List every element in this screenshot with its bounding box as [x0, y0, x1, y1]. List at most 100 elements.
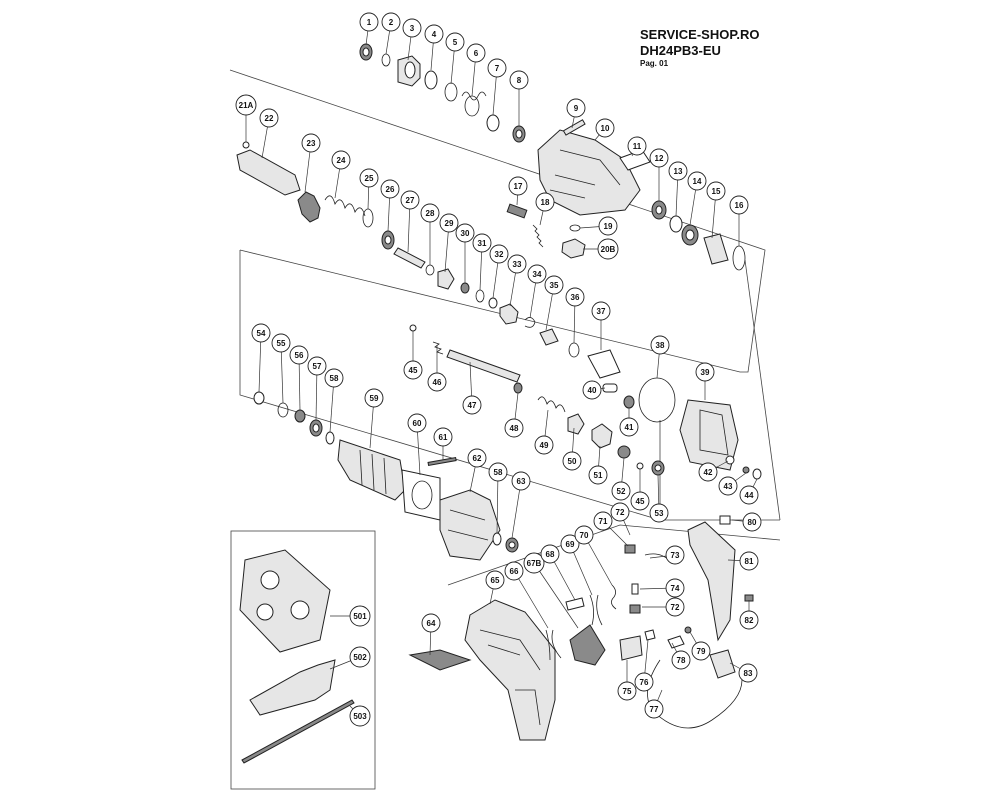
callout-label: 21A — [239, 101, 254, 110]
callout-label: 53 — [655, 509, 664, 518]
part-callout-6: 6 — [466, 43, 486, 63]
part-callout-66: 66 — [504, 561, 524, 581]
leader-line — [513, 570, 549, 629]
callout-circle — [611, 481, 631, 501]
callout-label: 75 — [623, 687, 632, 696]
callout-label: 16 — [735, 201, 744, 210]
callout-label: 72 — [616, 508, 625, 517]
part-case-501 — [239, 549, 331, 653]
part-callout-74: 74 — [665, 578, 685, 598]
part-callout-24: 24 — [331, 150, 351, 170]
callout-circle — [259, 108, 279, 128]
part-callout-41: 41 — [619, 417, 639, 437]
callout-circle — [427, 372, 447, 392]
callout-label: 8 — [517, 76, 522, 85]
callout-label: 65 — [491, 576, 500, 585]
part-callout-37: 37 — [591, 301, 611, 321]
callout-circle — [349, 705, 371, 727]
part-callout-53: 53 — [649, 503, 669, 523]
part-callout-44: 44 — [739, 485, 759, 505]
part-pin-40 — [602, 383, 618, 393]
part-callout-13: 13 — [668, 161, 688, 181]
part-callout-47: 47 — [462, 395, 482, 415]
callout-label: 59 — [370, 394, 379, 403]
callout-circle — [235, 94, 257, 116]
part-callout-79: 79 — [691, 641, 711, 661]
callout-label: 13 — [674, 167, 683, 176]
callout-label: 19 — [604, 222, 613, 231]
callout-circle — [380, 179, 400, 199]
part-carbon-68 — [565, 597, 585, 611]
part-callout-29: 29 — [439, 213, 459, 233]
callout-label: 503 — [353, 712, 367, 721]
callout-circle — [504, 418, 524, 438]
part-callout-15: 15 — [706, 181, 726, 201]
callout-circle — [507, 254, 527, 274]
callout-label: 17 — [514, 182, 523, 191]
callout-label: 58 — [330, 374, 339, 383]
callout-label: 78 — [677, 656, 686, 665]
part-bolt-9 — [562, 119, 586, 136]
part-spring-49 — [537, 396, 566, 413]
callout-label: 4 — [432, 30, 437, 39]
part-callout-76: 76 — [634, 672, 654, 692]
part-sleeve-15 — [703, 233, 729, 265]
callout-circle — [665, 578, 685, 598]
part-callout-11: 11 — [627, 136, 647, 156]
callout-label: 49 — [540, 441, 549, 450]
callout-label: 67B — [527, 559, 542, 568]
callout-label: 74 — [671, 584, 680, 593]
part-cap-20B — [561, 238, 586, 259]
parts-drawings — [236, 43, 762, 764]
part-callout-17: 17 — [508, 176, 528, 196]
callout-circle — [627, 136, 647, 156]
callout-label: 50 — [568, 457, 577, 466]
part-callout-55: 55 — [271, 333, 291, 353]
part-callout-60: 60 — [407, 413, 427, 433]
part-drill-bit-64 — [408, 649, 472, 671]
leader-line — [258, 332, 262, 393]
callout-circle — [544, 275, 564, 295]
part-screw-61 — [427, 457, 457, 466]
callout-circle — [695, 362, 715, 382]
part-oring-28 — [425, 264, 435, 276]
part-washer-42 — [725, 455, 735, 465]
callout-label: 1 — [367, 18, 372, 27]
callout-label: 33 — [513, 260, 522, 269]
part-clip-34 — [524, 317, 536, 328]
callout-circle — [739, 551, 759, 571]
part-callout-7: 7 — [487, 58, 507, 78]
part-callout-501: 501 — [349, 605, 371, 627]
callout-label: 30 — [461, 229, 470, 238]
callout-label: 83 — [744, 669, 753, 678]
callout-circle — [630, 491, 650, 511]
callout-label: 73 — [671, 551, 680, 560]
part-callout-72: 72 — [665, 597, 685, 617]
part-callout-72: 72 — [610, 502, 630, 522]
callout-circle — [742, 512, 762, 532]
part-stator-62 — [439, 489, 501, 561]
callout-circle — [439, 213, 459, 233]
callout-label: 34 — [533, 270, 542, 279]
leader-line — [533, 562, 579, 629]
leader-line — [511, 480, 522, 539]
part-callout-28: 28 — [420, 203, 440, 223]
callout-circle — [407, 413, 427, 433]
callout-label: 23 — [307, 139, 316, 148]
callout-circle — [738, 663, 758, 683]
part-callout-502: 502 — [349, 646, 371, 668]
part-connector-74 — [631, 583, 639, 595]
part-callout-23: 23 — [301, 133, 321, 153]
part-callout-69: 69 — [560, 534, 580, 554]
part-callout-27: 27 — [400, 190, 420, 210]
part-callout-42: 42 — [698, 462, 718, 482]
callout-label: 40 — [588, 386, 597, 395]
part-washer-13 — [669, 215, 683, 233]
part-piston-29 — [437, 268, 455, 290]
callout-circle — [420, 203, 440, 223]
part-shaft-47 — [446, 349, 521, 383]
part-brush-69 — [589, 594, 603, 626]
callout-label: 39 — [701, 368, 710, 377]
callout-circle — [665, 597, 685, 617]
leader-line — [496, 471, 499, 534]
